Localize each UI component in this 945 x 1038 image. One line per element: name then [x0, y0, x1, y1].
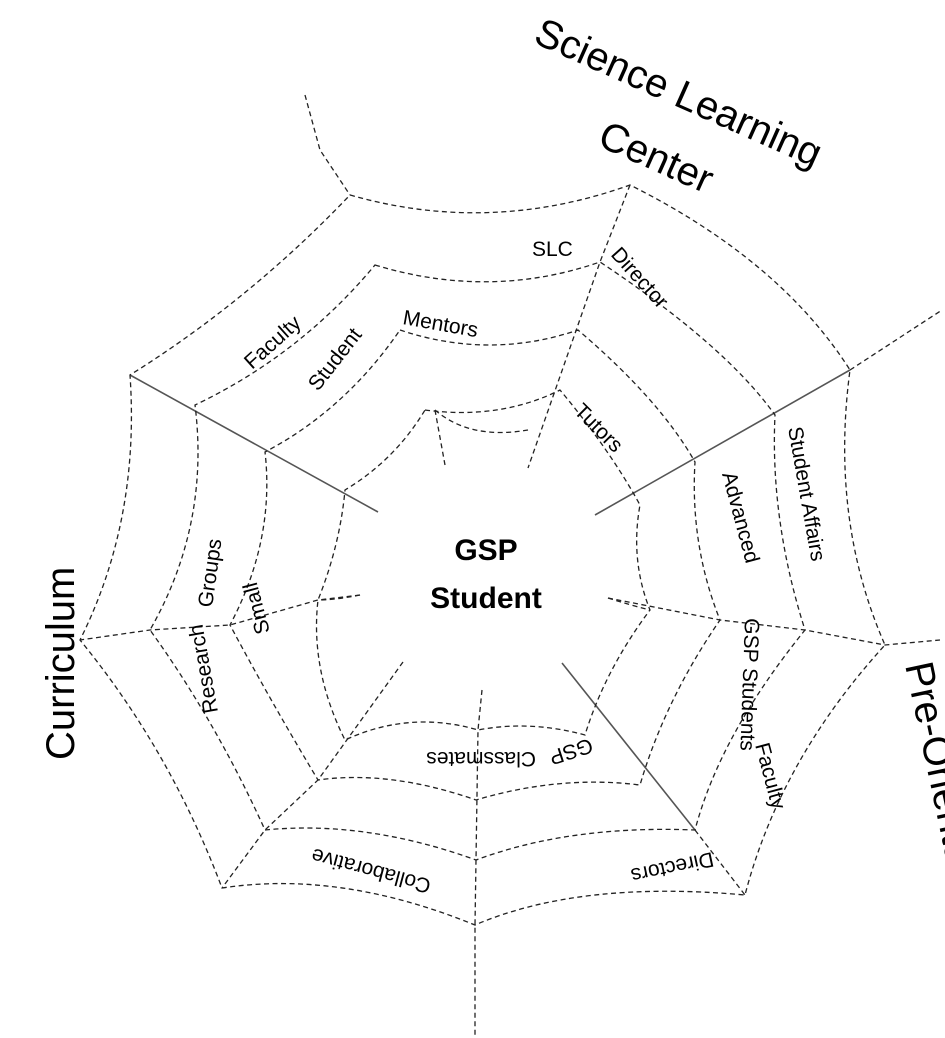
label-gsp-students: GSP Students	[735, 618, 763, 751]
label-advanced: Advanced	[717, 469, 763, 565]
web-ring-2	[149, 261, 806, 861]
label-gsp: GSP	[546, 733, 595, 769]
center-label-line1: GSP	[454, 534, 517, 567]
spoke-bottom	[474, 689, 483, 1036]
spoke-right-lower	[607, 597, 941, 646]
label-student-affairs: Student Affairs	[783, 425, 829, 563]
label-directors: Directors	[629, 847, 716, 887]
web-ring-outer	[79, 184, 886, 926]
spoke-top	[527, 184, 631, 469]
label-slc: SLC	[532, 238, 573, 261]
spoke-top-left	[304, 94, 351, 196]
web-ring-4	[315, 389, 651, 741]
web-hub-inner	[317, 409, 651, 611]
label-research: Research	[185, 623, 223, 716]
label-groups: Groups	[194, 537, 226, 608]
label-tutors: Tutors	[569, 399, 627, 457]
web-spokes	[79, 94, 943, 1036]
label-collaborative: Collaborative	[309, 843, 433, 897]
label-faculty-right: Faculty	[750, 740, 790, 812]
spoke-lower-right-solid	[561, 662, 696, 831]
label-classmates: Classmates	[426, 747, 536, 770]
label-student: Student	[304, 324, 367, 395]
label-small: Small	[239, 580, 275, 637]
spoke-left-top-inner	[434, 409, 446, 466]
spoke-lower-left	[221, 661, 404, 889]
label-director: Director	[606, 243, 672, 313]
spoke-left-lower	[79, 594, 361, 641]
spoke-left-solid	[129, 374, 379, 513]
section-label-pre-orientation: Pre-Orientation	[896, 658, 945, 932]
label-mentors: Mentors	[401, 306, 480, 342]
center-label-line2: Student	[430, 582, 542, 615]
spoke-lower-right-outer	[694, 829, 746, 896]
section-label-curriculum: Curriculum	[39, 567, 83, 760]
spoke-right-solid	[594, 369, 851, 516]
web-ring-3	[229, 329, 721, 801]
spoke-right-outer	[849, 309, 943, 371]
